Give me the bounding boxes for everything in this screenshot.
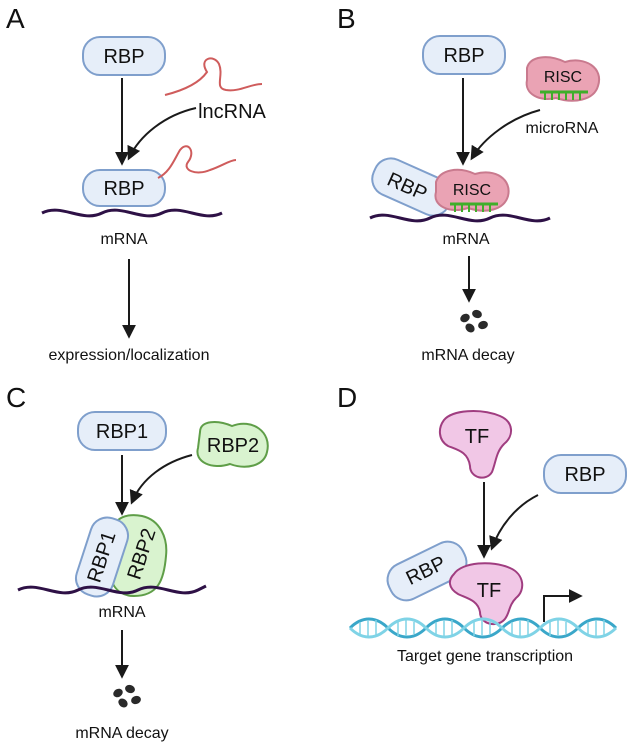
panel-d: D TF RBP RBP TF [337,382,627,665]
mrna-label: mRNA [98,604,145,621]
microrna-bound-icon [450,202,498,212]
tss-arrow-icon [543,589,583,622]
bound-risc-node [434,168,510,212]
arrow-b-risc [470,109,541,161]
bound-rbp-label: RBP [103,178,144,200]
bound-risc-label: RISC [453,182,491,199]
outcome-c-label: mRNA decay [75,725,168,742]
microrna-comb-icon [540,90,588,100]
microrna-label: microRNA [526,120,599,137]
panel-d-letter: D [337,382,357,413]
panel-c: C RBP1 RBP2 RBP2 RBP1 mRNA mRNA decay [6,382,269,742]
lncrna-bound-icon [157,145,237,179]
mrna-strand-icon [41,208,223,218]
rbp1-node [77,411,167,451]
rbp-label: RBP [443,45,484,67]
risc-node [525,56,601,102]
mrna-label: mRNA [442,231,489,248]
mrna-strand-icon [369,213,551,223]
rbp1-label: RBP1 [96,421,148,443]
panel-a: A RBP lncRNA RBP mRNA expression/localiz… [6,3,267,364]
lncrna-label: lncRNA [198,101,266,123]
rbp-label: RBP [564,464,605,486]
panel-a-letter: A [6,3,25,34]
rbp2-node [196,421,269,468]
decay-fragments-icon [113,684,141,708]
panel-b-letter: B [337,3,356,34]
bound-tf-label: TF [477,580,501,602]
rbp-label: RBP [103,46,144,68]
arrow-a-lncrna [127,107,197,161]
arrow-d-rbp [489,494,539,551]
rbp2-label: RBP2 [207,435,259,457]
outcome-d-label: Target gene transcription [397,648,573,665]
bound-rbp-node [82,169,166,207]
rbp-node [422,35,506,75]
rbp-node [543,454,627,494]
bound-rbp-node [386,540,468,602]
outcome-b-label: mRNA decay [421,347,514,364]
mrna-label: mRNA [100,231,147,248]
outcome-a-label: expression/localization [49,347,210,364]
decay-fragments-icon [460,309,488,333]
tf-label: TF [465,426,489,448]
panel-c-letter: C [6,382,26,413]
risc-label: RISC [544,69,582,86]
panel-b: B RBP RISC microRNA RBP RISC [337,3,601,364]
rbp-node [82,36,166,76]
lncrna-strand-icon [164,57,263,96]
dna-helix-icon [348,617,618,639]
bound-rbp1-node [74,516,130,598]
tf-node [438,410,512,479]
bound-tf-node [448,562,524,626]
arrow-c-rbp2 [129,454,193,505]
mrna-strand-icon [17,584,207,595]
